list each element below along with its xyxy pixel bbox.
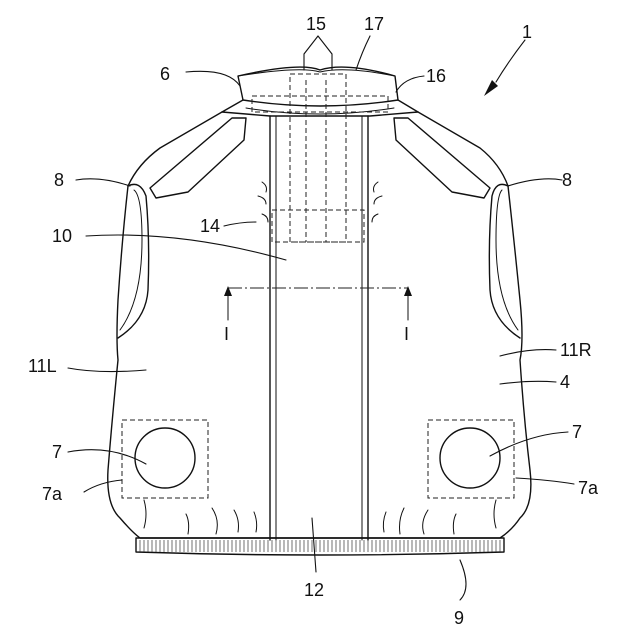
label-hem-band: 9 <box>454 608 464 628</box>
label-front-opening: 10 <box>52 226 72 246</box>
fan-left-circle <box>135 428 195 488</box>
label-panel-right: 11R <box>560 340 592 360</box>
label-fan-left: 7 <box>52 442 62 462</box>
label-fan-right: 7 <box>572 422 582 442</box>
fan-right-circle <box>440 428 500 488</box>
label-pipe-right: 17 <box>364 14 384 34</box>
left-yoke <box>150 118 246 198</box>
label-fig: 1 <box>522 22 532 42</box>
leader-lines <box>68 36 574 600</box>
section-line <box>224 286 412 320</box>
gathers-upper <box>258 182 382 222</box>
fan-right <box>428 420 514 498</box>
label-side-left: 8 <box>54 170 64 190</box>
hem-band <box>136 538 504 555</box>
label-section-right: I <box>404 324 409 344</box>
gathers-hem <box>144 500 496 534</box>
left-armhole <box>118 184 149 338</box>
label-placket: 12 <box>304 580 324 600</box>
label-section-left: I <box>224 324 229 344</box>
label-fan-frame-right: 7a <box>578 478 599 498</box>
label-vent-lower: 14 <box>200 216 220 236</box>
fan-frame-right <box>428 420 514 498</box>
label-panel-left: 11L <box>28 356 57 376</box>
label-duct: 16 <box>426 66 446 86</box>
label-collar: 6 <box>160 64 170 84</box>
vest-outline <box>108 100 531 538</box>
label-side-right: 8 <box>562 170 572 190</box>
garment-body <box>108 67 531 555</box>
right-yoke <box>394 118 490 198</box>
label-pipe-left: 15 <box>306 14 326 34</box>
label-fan-frame-left: 7a <box>42 484 63 504</box>
label-body: 4 <box>560 372 570 392</box>
